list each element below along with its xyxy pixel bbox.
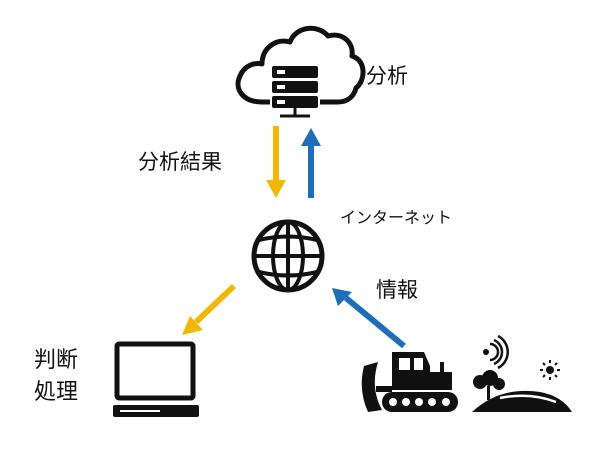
globe-icon <box>251 219 325 293</box>
sun-icon <box>540 360 560 380</box>
label-information: 情報 <box>376 278 418 302</box>
label-judgment-line1: 判断 <box>34 348 79 373</box>
label-judgment: 判断 処理 <box>34 345 78 409</box>
label-analysis: 分析 <box>366 64 408 88</box>
arrow-to-computer <box>182 283 237 335</box>
arrow-down-analysis-result <box>266 126 286 198</box>
arrow-up-to-cloud <box>301 128 321 198</box>
bulldozer-icon <box>361 352 458 412</box>
arrow-to-internet <box>332 288 406 349</box>
label-internet: インターネット <box>340 208 453 227</box>
computer-monitor-icon <box>113 341 199 417</box>
wireless-signal-icon <box>483 334 509 370</box>
label-judgment-line2: 処理 <box>34 380 79 405</box>
field-landscape-icon <box>472 370 572 412</box>
label-analysis-result: 分析結果 <box>138 150 222 174</box>
cloud-server-icon <box>235 25 366 118</box>
